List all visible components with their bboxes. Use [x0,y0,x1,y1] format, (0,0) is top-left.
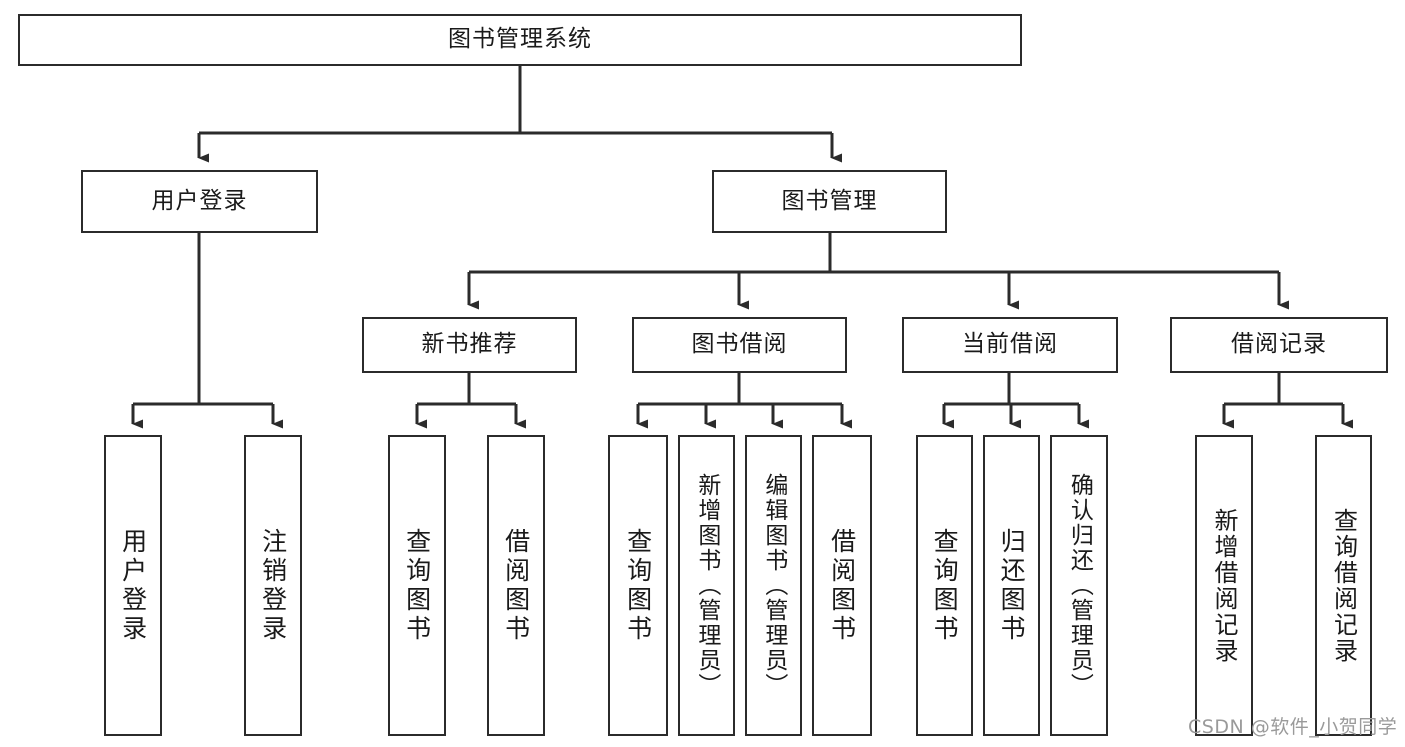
leaf-add-book-admin[interactable]: 新增图书（管理员） [678,435,735,736]
leaf-query-book-current[interactable]: 查询图书 [916,435,973,736]
leaf-edit-book-admin[interactable]: 编辑图书（管理员） [745,435,802,736]
node-label: 当前借阅 [962,331,1058,358]
leaf-query-book-borrow[interactable]: 查询图书 [608,435,668,736]
node-user-login[interactable]: 用户登录 [81,170,318,233]
node-label: 编辑图书（管理员） [760,473,787,698]
leaf-query-borrowing-record[interactable]: 查询借阅记录 [1315,435,1372,736]
node-label: 查询图书 [930,527,960,644]
leaf-logout[interactable]: 注销登录 [244,435,302,736]
node-label: 新书推荐 [421,331,518,358]
node-label: 新增借阅记录 [1210,507,1238,664]
node-label: 用户登录 [151,187,248,214]
leaf-borrow-book-newbook[interactable]: 借阅图书 [487,435,545,736]
node-label: 确认归还（管理员） [1066,473,1093,698]
node-label: 查询借阅记录 [1329,507,1358,664]
node-label: 图书借阅 [691,331,788,358]
node-label: 借阅图书 [827,527,857,644]
node-current-borrowing[interactable]: 当前借阅 [902,317,1118,373]
leaf-query-book-newbook[interactable]: 查询图书 [388,435,446,736]
node-label: 用户登录 [118,527,148,644]
leaf-confirm-return-admin[interactable]: 确认归还（管理员） [1050,435,1108,736]
leaf-add-borrowing-record[interactable]: 新增借阅记录 [1195,435,1253,736]
node-label: 查询图书 [402,527,432,644]
node-borrowing-record[interactable]: 借阅记录 [1170,317,1388,373]
node-root-book-management-system[interactable]: 图书管理系统 [18,14,1022,66]
node-book-borrowing[interactable]: 图书借阅 [632,317,847,373]
csdn-watermark: CSDN @软件_小贺同学 [1188,716,1398,738]
node-label: 查询图书 [623,527,653,644]
node-label: 图书管理系统 [448,26,592,53]
leaf-borrow-book-borrow[interactable]: 借阅图书 [812,435,872,736]
node-label: 新增图书（管理员） [693,473,720,698]
node-label: 借阅记录 [1231,331,1327,358]
node-label: 注销登录 [258,527,288,644]
node-book-management[interactable]: 图书管理 [712,170,947,233]
leaf-user-login[interactable]: 用户登录 [104,435,162,736]
leaf-return-book[interactable]: 归还图书 [983,435,1040,736]
node-label: 借阅图书 [501,527,531,644]
node-label: 图书管理 [781,187,878,214]
node-new-book-recommendation[interactable]: 新书推荐 [362,317,577,373]
node-label: 归还图书 [997,527,1027,644]
